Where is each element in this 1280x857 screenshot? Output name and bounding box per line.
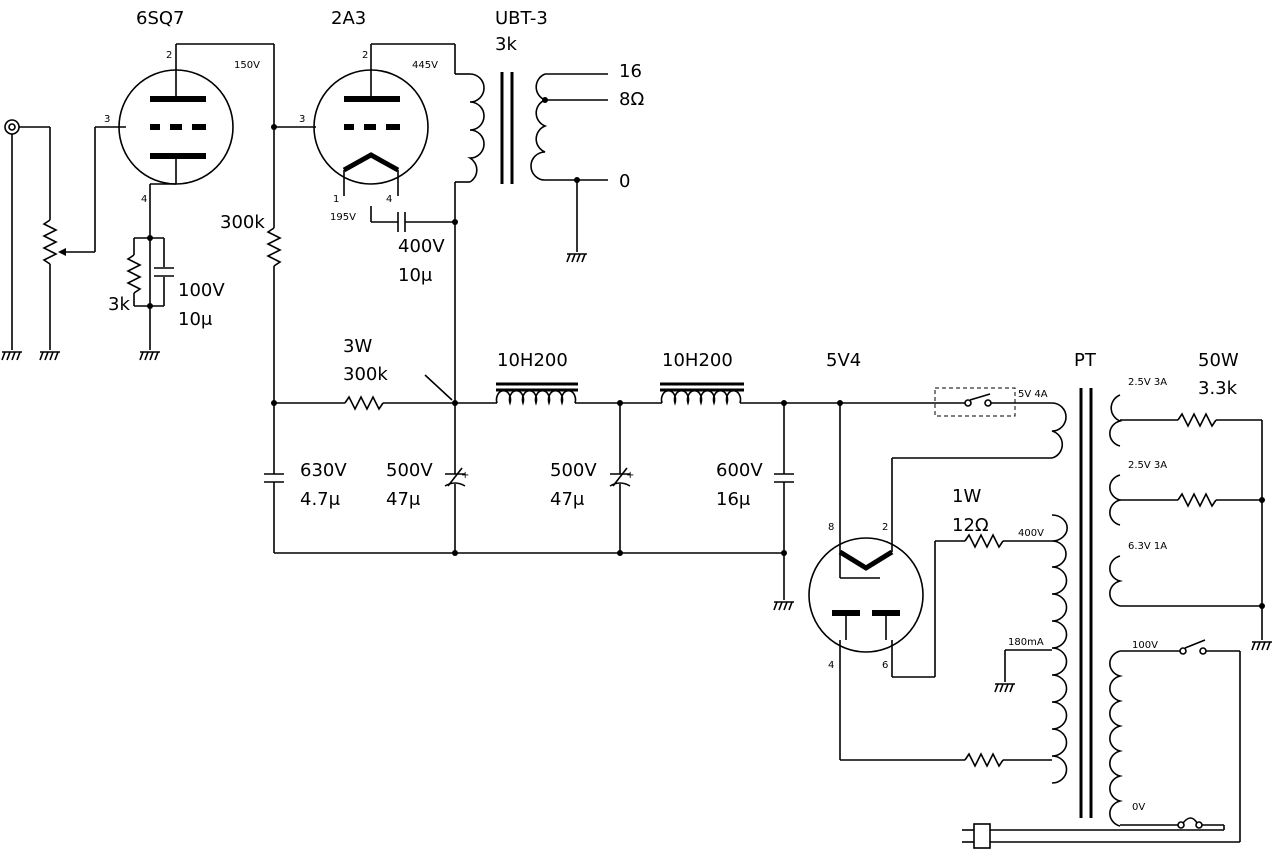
- resistor-label: 300k: [220, 212, 265, 233]
- pin-label: 2: [362, 50, 368, 61]
- ground-symbol: [566, 253, 587, 263]
- pin-label: 8: [828, 522, 834, 533]
- pin-label: 4: [141, 194, 147, 205]
- hum-resistor-label: 3.3k: [1198, 378, 1238, 399]
- tube-label-2a3: 2A3: [331, 8, 366, 29]
- capacitor-value-label: 4.7μ: [300, 489, 341, 510]
- input-jack: [4, 119, 50, 350]
- filter-capacitor-4: [774, 403, 794, 600]
- cathode-resistor: [126, 238, 142, 306]
- choke-1: [495, 382, 578, 406]
- capacitor-value-label: 10μ: [178, 309, 213, 330]
- voltage-label: 0V: [1132, 802, 1145, 813]
- ground-symbol: [994, 683, 1015, 693]
- resistor-label: 300k: [343, 364, 388, 385]
- power-transformer-label: PT: [1074, 350, 1097, 371]
- pin-label: 3: [299, 114, 305, 125]
- ground-symbol: [139, 351, 160, 361]
- filter-capacitor-2: +: [444, 403, 469, 553]
- capacitor-voltage-label: 500V: [550, 460, 597, 481]
- ground-symbol: [773, 601, 794, 611]
- voltage-label: 150V: [234, 60, 260, 71]
- heater-switch: [934, 387, 1016, 417]
- resistor-label: 3k: [108, 294, 130, 315]
- tap-label-0: 0: [619, 171, 630, 192]
- bottom-resistor: [964, 752, 1004, 768]
- voltage-label: 2.5V 3A: [1128, 460, 1167, 471]
- hum-resistor-wattage: 50W: [1198, 350, 1239, 371]
- voltage-label: 100V: [1132, 640, 1158, 651]
- power-transformer: [1051, 388, 1124, 827]
- pin-label: 3: [104, 114, 110, 125]
- resistor-12-ohm: [964, 533, 1004, 549]
- filter-capacitor-3: +: [609, 403, 634, 553]
- tube-label-6sq7: 6SQ7: [136, 8, 185, 29]
- tube-label-5v4: 5V4: [826, 350, 861, 371]
- choke-2: [660, 382, 744, 406]
- tube-6sq7: [118, 69, 234, 185]
- pin-label: 1: [333, 194, 339, 205]
- svg-text:+: +: [626, 470, 634, 481]
- pin-label: 4: [386, 194, 392, 205]
- voltage-label: 5V 4A: [1018, 389, 1048, 400]
- resistor-wattage-label: 3W: [343, 336, 372, 357]
- tube-5v4: [808, 537, 924, 653]
- tap-label-16: 16: [619, 61, 642, 82]
- capacitor-voltage-label: 600V: [716, 460, 763, 481]
- capacitor-voltage-label: 400V: [398, 236, 445, 257]
- ground-symbol: [1251, 641, 1272, 651]
- output-transformer: [467, 72, 548, 184]
- hum-resistor-2: [1177, 492, 1217, 508]
- capacitor-value-label: 16μ: [716, 489, 751, 510]
- hum-resistor-1: [1177, 412, 1217, 428]
- choke-label: 10H200: [497, 350, 568, 371]
- capacitor-value-label: 47μ: [550, 489, 585, 510]
- capacitor-voltage-label: 630V: [300, 460, 347, 481]
- resistor-wattage-label: 1W: [952, 486, 981, 507]
- plate-load-resistor: [266, 227, 282, 403]
- resistor-label: 12Ω: [952, 515, 989, 536]
- voltage-label: 2.5V 3A: [1128, 377, 1167, 388]
- ground-symbol: [39, 351, 60, 361]
- volume-potentiometer: [42, 127, 96, 350]
- fuse: [1177, 817, 1203, 829]
- choke-label: 10H200: [662, 350, 733, 371]
- tap-label-8: 8Ω: [619, 89, 644, 110]
- dropping-resistor: [344, 395, 384, 411]
- transformer-impedance: 3k: [495, 34, 517, 55]
- mains-plug: [962, 823, 991, 849]
- pin-label: 2: [882, 522, 888, 533]
- voltage-label: 195V: [330, 212, 356, 223]
- cathode-capacitor: [154, 238, 174, 306]
- filter-capacitor-1: [264, 403, 284, 553]
- pin-label: 6: [882, 660, 888, 671]
- capacitor-value-label: 47μ: [386, 489, 421, 510]
- tube-2a3: [313, 69, 429, 196]
- voltage-label: 445V: [412, 60, 438, 71]
- svg-text:+: +: [461, 470, 469, 481]
- capacitor-voltage-label: 500V: [386, 460, 433, 481]
- bypass-capacitor: [397, 212, 406, 232]
- power-switch: [1179, 639, 1207, 655]
- ground-symbol: [1, 351, 22, 361]
- transformer-name: UBT-3: [495, 8, 548, 29]
- capacitor-voltage-label: 100V: [178, 280, 225, 301]
- pin-label: 2: [166, 50, 172, 61]
- voltage-label: 400V: [1018, 528, 1044, 539]
- pin-label: 4: [828, 660, 834, 671]
- capacitor-value-label: 10μ: [398, 265, 433, 286]
- voltage-label: 6.3V 1A: [1128, 541, 1167, 552]
- current-label: 180mA: [1008, 637, 1044, 648]
